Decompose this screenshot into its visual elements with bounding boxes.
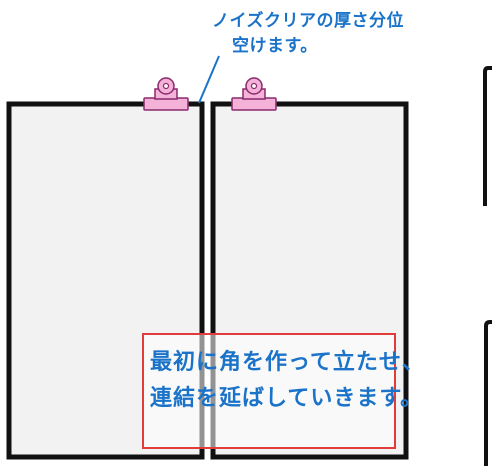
right-clip-icon	[231, 77, 277, 111]
gap-note-line2: 空けます。	[232, 36, 318, 56]
instruction-line2: 連結を延ばしていきます。	[150, 386, 424, 411]
left-clip-icon	[143, 77, 189, 111]
gap-note-line1: ノイズクリアの厚さ分位	[212, 11, 404, 31]
instruction-box	[142, 333, 396, 449]
partial-panel-lower	[484, 320, 492, 466]
partial-panel-upper	[483, 66, 492, 206]
instruction-text: 最初に角を作って立たせ、 連結を延ばしていきます。	[150, 345, 425, 417]
leader-line	[198, 55, 220, 104]
instruction-line1: 最初に角を作って立たせ、	[150, 350, 425, 375]
